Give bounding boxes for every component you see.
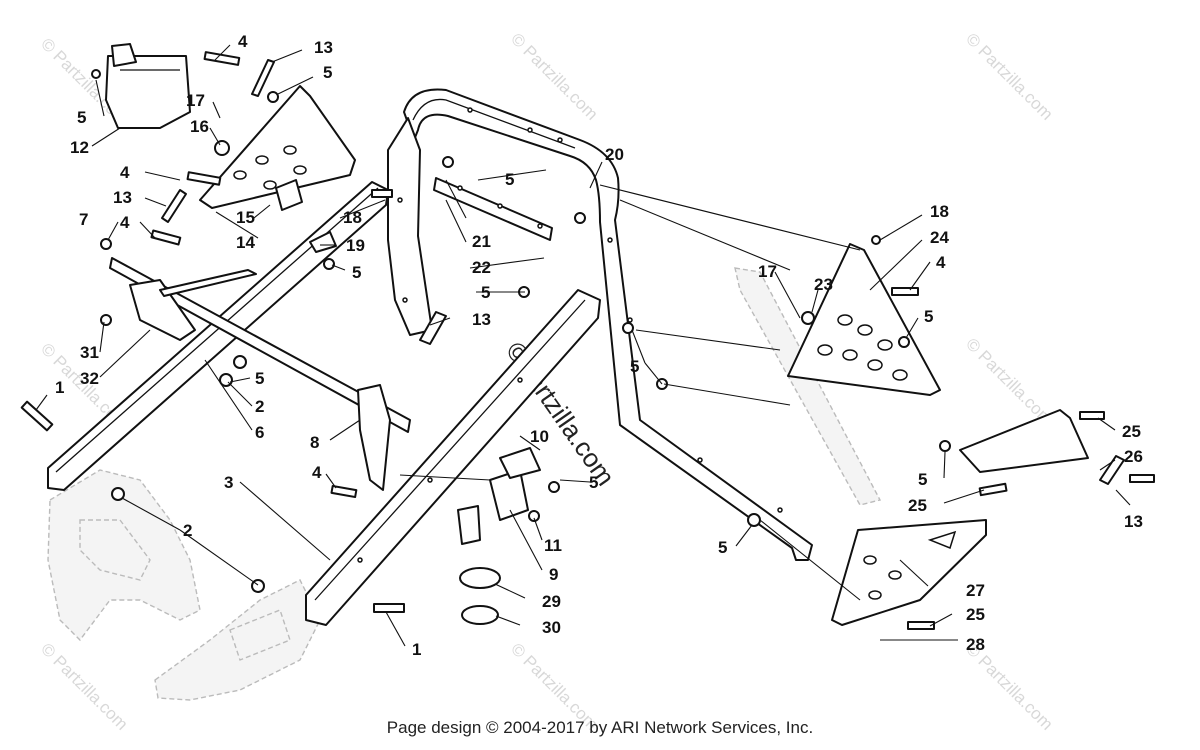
callout-7[interactable]: 7	[79, 210, 88, 229]
callout-4a[interactable]: 4	[238, 32, 248, 51]
callout-1a[interactable]: 1	[55, 378, 64, 397]
callout-30[interactable]: 30	[542, 618, 561, 637]
callout-31[interactable]: 31	[80, 343, 99, 362]
callout-23[interactable]: 23	[814, 275, 833, 294]
electrical-box-12	[105, 43, 191, 129]
callout-11[interactable]: 11	[544, 536, 562, 555]
ring-29	[459, 567, 501, 589]
callout-5c[interactable]: 5	[505, 170, 514, 189]
callout-17a[interactable]: 17	[186, 91, 205, 110]
callout-5i[interactable]: 5	[718, 538, 727, 557]
lower-bracket-8	[129, 279, 391, 491]
watermark-top-right: © Partzilla.com	[962, 29, 1056, 123]
callout-12[interactable]: 12	[70, 138, 89, 157]
roll-bar-20	[403, 88, 813, 561]
callout-5e[interactable]: 5	[481, 283, 490, 302]
callout-1b[interactable]: 1	[412, 640, 421, 659]
footer-copyright: Page design © 2004-2017 by ARI Network S…	[386, 718, 814, 737]
watermark-mid-right: © Partzilla.com	[962, 334, 1056, 428]
crossmember-3	[305, 289, 601, 626]
callout-5g[interactable]: 5	[630, 357, 639, 376]
callout-5a[interactable]: 5	[323, 63, 332, 82]
rear-bracket-ghost	[734, 267, 882, 506]
callout-27[interactable]: 27	[966, 581, 985, 600]
relay-15	[275, 179, 303, 211]
callout-28[interactable]: 28	[966, 635, 985, 654]
callout-25a[interactable]: 25	[1122, 422, 1141, 441]
callout-5j[interactable]: 5	[924, 307, 933, 326]
rings	[459, 567, 501, 625]
ring-30	[461, 605, 499, 625]
callout-5k[interactable]: 5	[918, 470, 927, 489]
strap-21	[433, 177, 553, 241]
callout-5f[interactable]: 5	[255, 369, 264, 388]
callout-19[interactable]: 19	[346, 236, 365, 255]
callout-labels: 1 1 2 2 3 4 4 4 4 4 5 5 5 5 5 5 5 5 5 5 …	[55, 32, 1143, 659]
callout-26[interactable]: 26	[1124, 447, 1143, 466]
callout-6[interactable]: 6	[255, 423, 264, 442]
callout-4d[interactable]: 4	[312, 463, 322, 482]
callout-22[interactable]: 22	[472, 258, 491, 277]
callout-13c[interactable]: 13	[472, 310, 491, 329]
mount-plate-14	[199, 85, 356, 209]
callout-8[interactable]: 8	[310, 433, 319, 452]
callout-16[interactable]: 16	[190, 117, 209, 136]
springs-13	[161, 59, 275, 223]
plate-27	[831, 519, 987, 626]
cross-tube-7	[109, 257, 411, 433]
watermark-top-center: © Partzilla.com	[507, 29, 601, 123]
callout-18a[interactable]: 18	[343, 208, 362, 227]
plate-24	[787, 243, 941, 396]
callout-32[interactable]: 32	[80, 369, 99, 388]
callout-17b[interactable]: 17	[758, 262, 777, 281]
bracket-9	[457, 447, 541, 545]
callout-10[interactable]: 10	[530, 427, 549, 446]
callout-25c[interactable]: 25	[966, 605, 985, 624]
callout-29[interactable]: 29	[542, 592, 561, 611]
upper-beam-6	[47, 181, 389, 491]
callout-4e[interactable]: 4	[936, 253, 946, 272]
bracket-26	[959, 409, 1089, 473]
callout-5h[interactable]: 5	[589, 473, 598, 492]
callout-5d[interactable]: 5	[352, 263, 361, 282]
callout-24[interactable]: 24	[930, 228, 949, 247]
callout-2b[interactable]: 2	[183, 521, 192, 540]
callout-4c[interactable]: 4	[120, 213, 130, 232]
callout-9[interactable]: 9	[549, 565, 558, 584]
callout-4b[interactable]: 4	[120, 163, 130, 182]
callout-2a[interactable]: 2	[255, 397, 264, 416]
callout-13d[interactable]: 13	[1124, 512, 1143, 531]
callout-13b[interactable]: 13	[113, 188, 132, 207]
callout-5b[interactable]: 5	[77, 108, 86, 127]
leader-lines	[35, 44, 1131, 647]
callout-21[interactable]: 21	[472, 232, 491, 251]
callout-15[interactable]: 15	[236, 208, 255, 227]
callout-25b[interactable]: 25	[908, 496, 927, 515]
callout-14[interactable]: 14	[236, 233, 255, 252]
callout-13a[interactable]: 13	[314, 38, 333, 57]
support-bracket-8	[387, 117, 433, 336]
callout-20[interactable]: 20	[605, 145, 624, 164]
fasteners	[20, 51, 1155, 630]
callout-3[interactable]: 3	[224, 473, 233, 492]
callout-18b[interactable]: 18	[930, 202, 949, 221]
frame-ghost	[47, 469, 321, 701]
